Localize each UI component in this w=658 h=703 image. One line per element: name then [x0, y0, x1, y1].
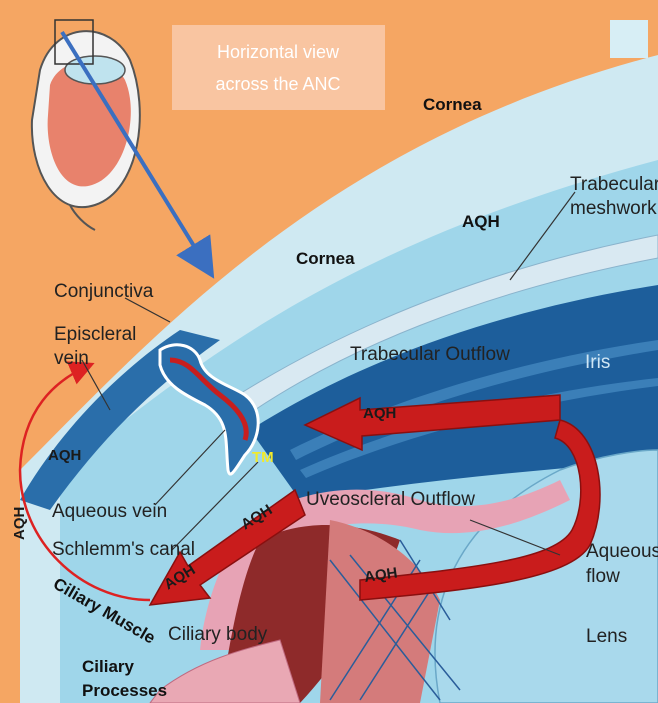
view-caption-line2: across the ANC — [215, 74, 340, 94]
label-tm: TM — [252, 449, 274, 466]
label-conjunctiva: Conjunctiva — [54, 281, 154, 302]
label-cornea-top: Cornea — [423, 95, 482, 114]
label-aqueous-flow-2: flow — [586, 566, 620, 587]
label-ciliary-processes-2: Processes — [82, 681, 167, 700]
label-trabecular-2: meshwork — [570, 198, 657, 219]
label-cornea-mid: Cornea — [296, 249, 355, 268]
label-trabecular-outflow: Trabecular Outflow — [350, 344, 510, 365]
label-aqh-left: AQH — [48, 447, 81, 464]
label-lens: Lens — [586, 626, 627, 647]
label-ciliary-processes-1: Ciliary — [82, 657, 135, 676]
label-aqh-vertical: AQH — [11, 507, 28, 540]
label-uveoscleral-outflow: Uveoscleral Outflow — [306, 489, 475, 510]
label-episcleral-1: Episcleral — [54, 324, 136, 345]
label-schlemms-canal: Schlemm's canal — [52, 539, 195, 560]
arrow-label-aqh-upper: AQH — [363, 405, 396, 422]
label-iris: Iris — [585, 352, 610, 373]
view-caption-box: Horizontal view across the ANC — [172, 25, 385, 110]
label-ciliary-body: Ciliary body — [168, 624, 268, 645]
label-aqh-top: AQH — [462, 212, 500, 231]
view-caption-line1: Horizontal view — [217, 42, 340, 62]
label-aqueous-vein: Aqueous vein — [52, 501, 167, 522]
label-episcleral-2: vein — [54, 348, 89, 369]
label-aqueous-flow-1: Aqueous — [586, 541, 658, 562]
label-trabecular-1: Trabecular — [570, 174, 658, 195]
